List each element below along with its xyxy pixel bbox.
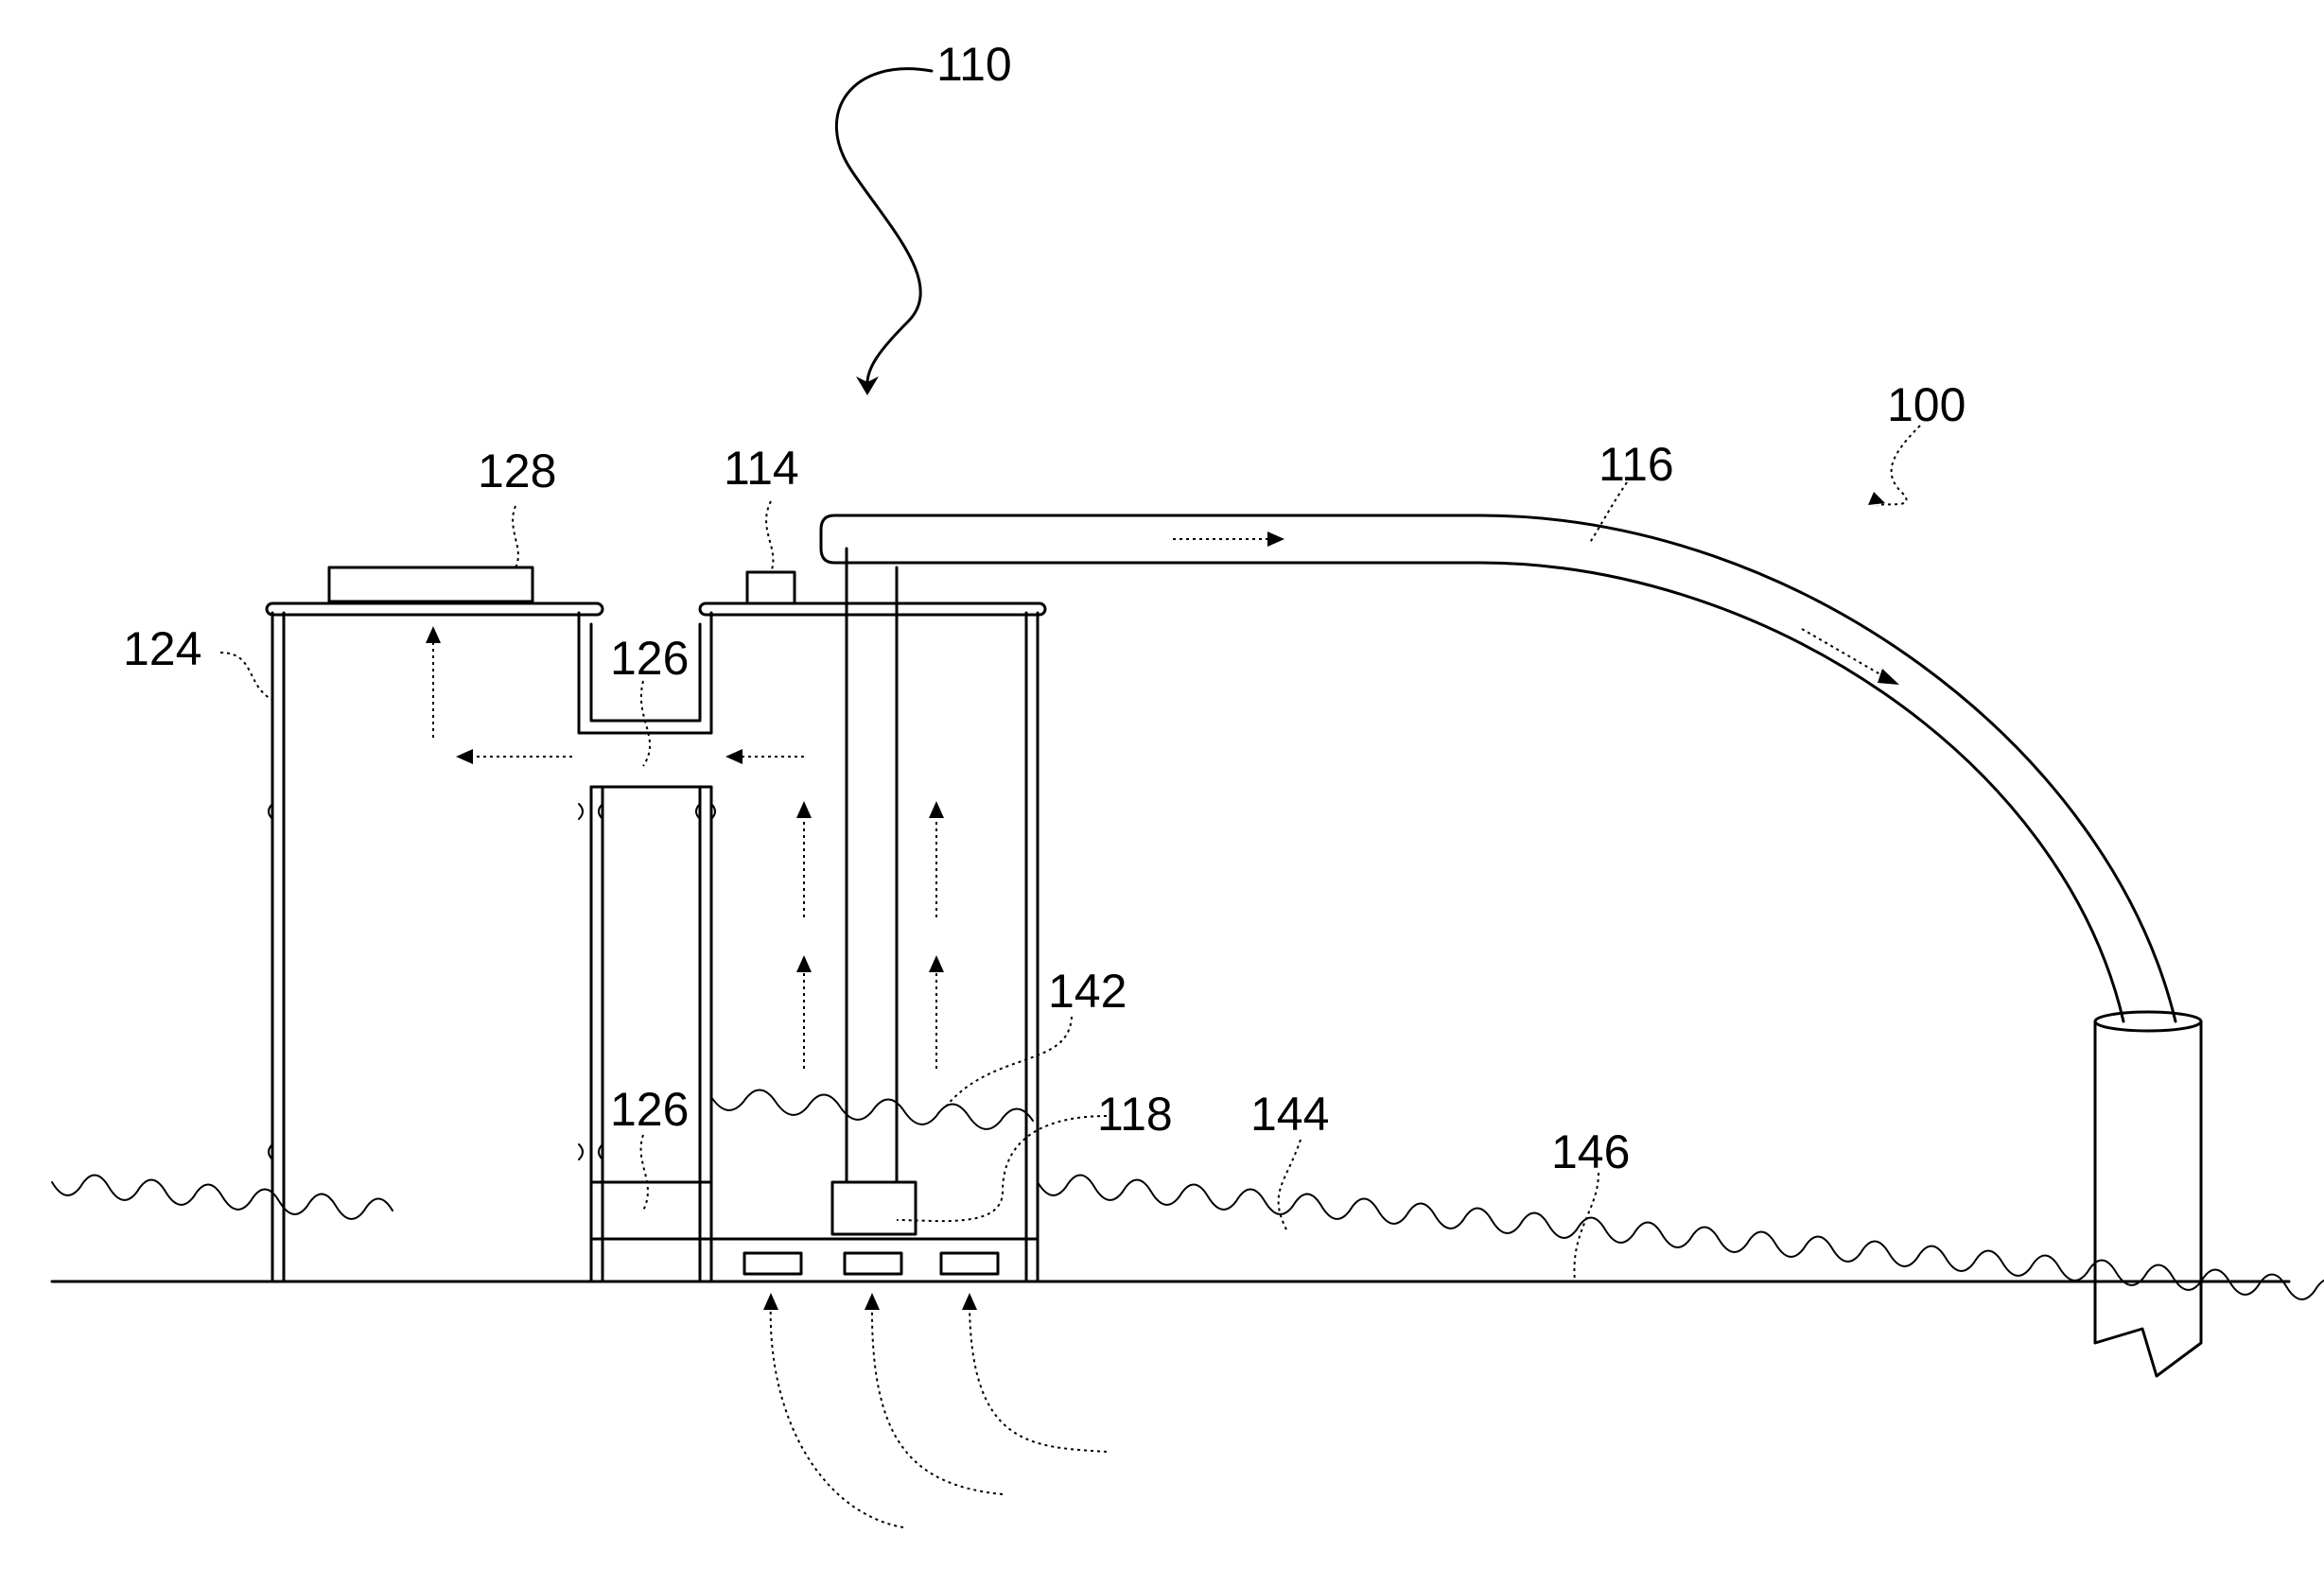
label-126-upper: 126 xyxy=(610,632,689,685)
label-146: 146 xyxy=(1551,1125,1630,1178)
system-pointer xyxy=(1868,426,1920,506)
assembly-pointer xyxy=(836,69,932,395)
label-124: 124 xyxy=(123,622,201,675)
label-116: 116 xyxy=(1599,438,1674,491)
label-118: 118 xyxy=(1097,1088,1173,1141)
outer-water-waves xyxy=(52,1176,2324,1309)
label-100: 100 xyxy=(1887,378,1966,431)
label-142: 142 xyxy=(1048,965,1127,1018)
label-114: 114 xyxy=(724,442,799,495)
label-110: 110 xyxy=(936,38,1012,91)
pump-chamber xyxy=(700,549,1045,1281)
label-128: 128 xyxy=(478,445,556,497)
inner-water-waves xyxy=(711,1090,1033,1129)
discharge-pipe xyxy=(821,515,2201,1376)
label-126-lower: 126 xyxy=(610,1083,689,1136)
label-144: 144 xyxy=(1250,1088,1329,1141)
